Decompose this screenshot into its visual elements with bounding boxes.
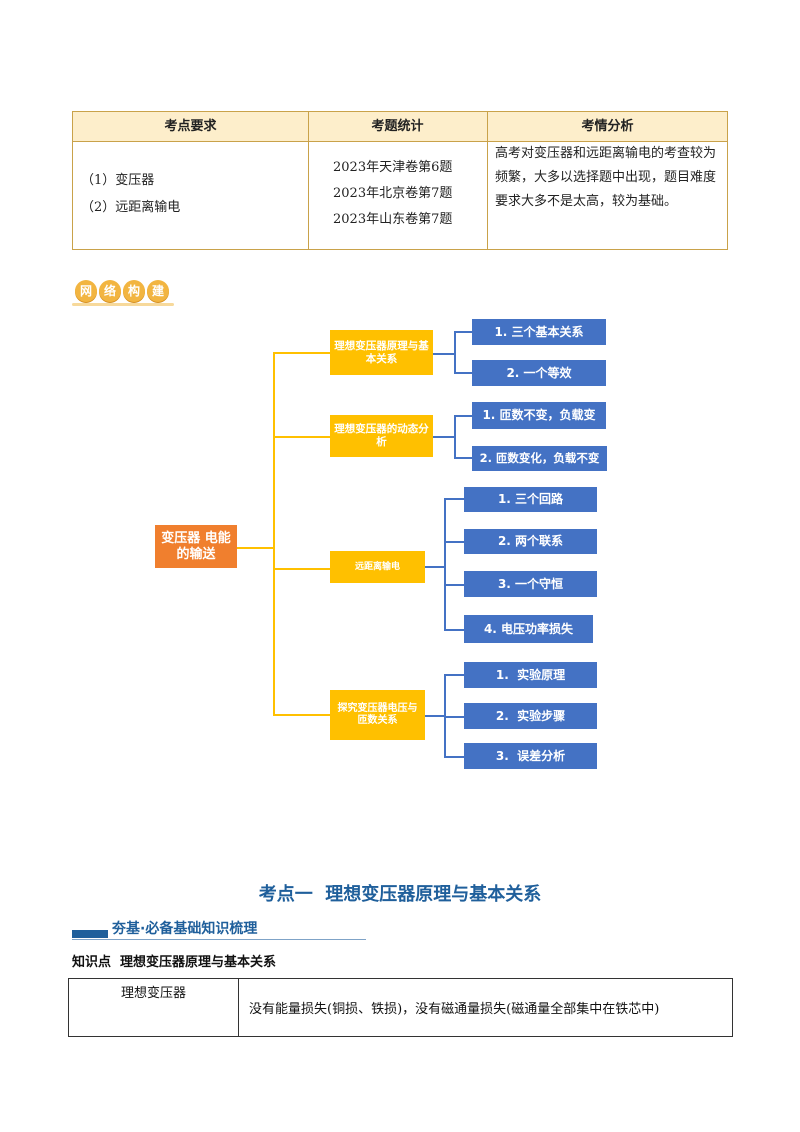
connector [237,547,274,549]
leaf-node: 1. 三个回路 [464,487,597,512]
connector [444,716,464,718]
table-label-cell: 理想变压器 [120,986,186,1001]
header-analysis: 考情分析 [581,119,634,134]
column-divider [238,979,239,1036]
requirement-item: （2）远距离输电 [81,200,181,215]
leaf-node: 2. 一个等效 [472,360,606,386]
leaf-node: 2. 实验步骤 [464,703,597,729]
connector [454,372,472,374]
branch-experiment: 探究变压器电压与匝数关系 [330,690,425,740]
badge-underline [72,303,174,306]
connector [433,436,455,438]
leaf-node: 3. 误差分析 [464,743,597,769]
requirement-item: （1）变压器 [81,173,155,188]
connector [273,352,275,715]
table-header-row [73,112,727,141]
connector [444,584,464,586]
connector [273,714,330,716]
section-title: 考点一 理想变压器原理与基本关系 [258,884,542,905]
connector [444,629,464,631]
connector [425,715,445,717]
badge-char: 构 [123,280,145,302]
table-content-cell: 没有能量损失(铜损、铁损)，没有磁通量损失(磁通量全部集中在铁芯中) [249,1002,660,1017]
leaf-node: 3. 一个守恒 [464,571,597,597]
badge-char: 网 [75,280,97,302]
knowledge-point-heading: 知识点 理想变压器原理与基本关系 [72,955,277,970]
banner-text: 夯基·必备基础知识梳理 [112,921,258,937]
connector [273,352,330,354]
header-statistics: 考题统计 [371,119,424,134]
analysis-text: 高考对变压器和远距离输电的考查较为频繁，大多以选择题中出现，题目难度要求大多不是… [495,146,717,209]
header-requirements: 考点要求 [164,119,217,134]
branch-long-distance-transmission: 远距离输电 [330,551,425,583]
connector [444,756,464,758]
leaf-node: 1. 匝数不变，负载变 [472,402,606,429]
connector [433,353,455,355]
connector [273,436,330,438]
header-divider [73,141,727,142]
connector [454,415,472,417]
leaf-node: 4. 电压功率损失 [464,615,593,643]
column-divider [487,112,488,249]
branch-dynamic-analysis: 理想变压器的动态分析 [330,415,433,457]
foundation-banner: 夯基·必备基础知识梳理 [72,918,366,940]
branch-transformer-principle: 理想变压器原理与基本关系 [330,330,433,375]
leaf-node: 1. 三个基本关系 [472,319,606,345]
banner-bar [72,930,108,938]
column-divider [308,112,309,249]
connector [454,331,456,374]
connector [444,541,464,543]
stat-item: 2023年山东卷第7题 [333,212,453,227]
connector [454,457,472,459]
connector [444,674,464,676]
connector [444,498,464,500]
exam-requirements-table: 考点要求 考题统计 考情分析 （1）变压器 （2）远距离输电 2023年天津卷第… [72,111,728,250]
network-construction-badge: 网 络 构 建 [75,280,169,302]
banner-underline [72,939,366,940]
mindmap-root: 变压器 电能的输送 [155,525,237,568]
stat-item: 2023年北京卷第7题 [333,186,453,201]
stat-item: 2023年天津卷第6题 [333,160,453,175]
leaf-node: 2. 匝数变化，负载不变 [472,446,607,471]
badge-char: 建 [147,280,169,302]
connector [454,331,472,333]
leaf-node: 2. 两个联系 [464,529,597,554]
knowledge-table: 理想变压器 没有能量损失(铜损、铁损)，没有磁通量损失(磁通量全部集中在铁芯中) [68,978,733,1037]
mind-map: 变压器 电能的输送 理想变压器原理与基本关系 理想变压器的动态分析 远距离输电 … [155,319,607,769]
connector [273,568,330,570]
leaf-node: 1. 实验原理 [464,662,597,688]
connector [444,498,446,630]
badge-char: 络 [99,280,121,302]
connector [454,415,456,459]
connector [425,566,445,568]
